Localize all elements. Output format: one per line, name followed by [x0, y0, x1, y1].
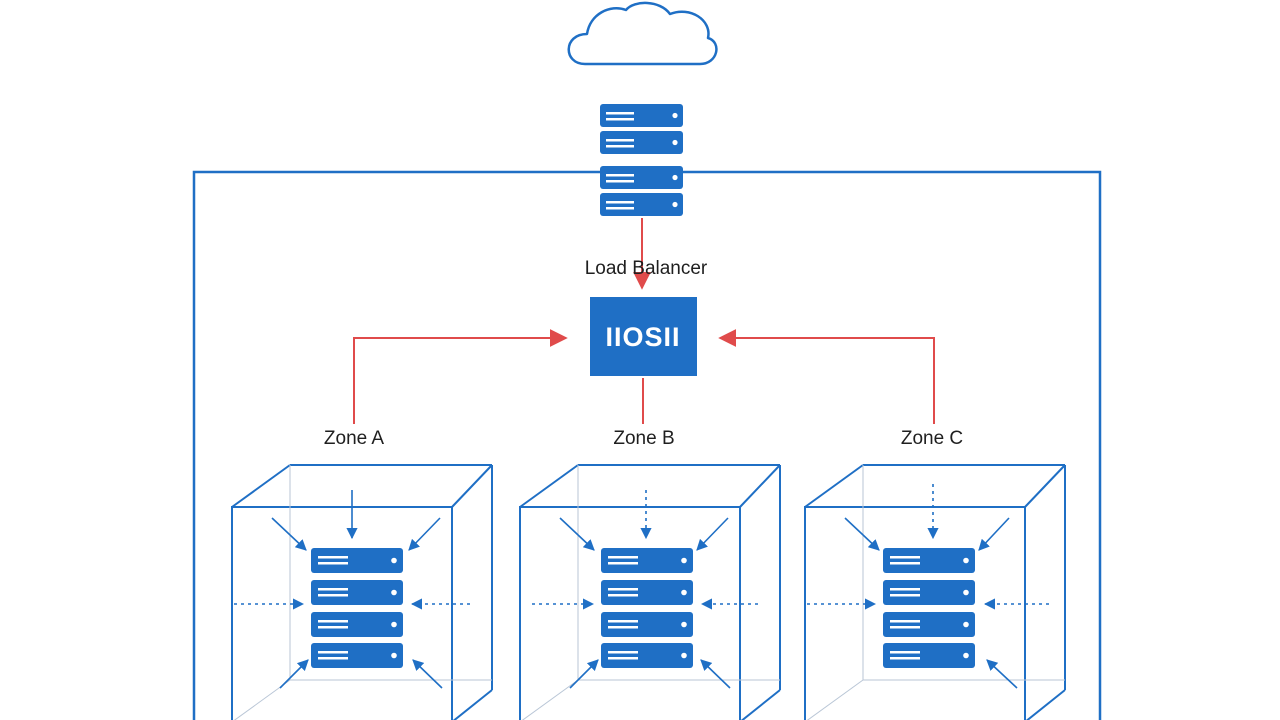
server-stack-icon: [600, 104, 683, 216]
server-rack-icon: [601, 548, 693, 668]
server-rack-icon: [311, 548, 403, 668]
load-balancer-badge: IIOSII: [605, 322, 680, 352]
zone-b-label: Zone B: [613, 428, 674, 449]
load-balancer-label: Load Balancer: [585, 258, 708, 279]
zone-a-label: Zone A: [324, 428, 385, 449]
zone-c-label: Zone C: [901, 428, 963, 449]
zone-b-cube: [519, 464, 781, 720]
cloud-icon: [567, 1, 718, 66]
traffic-arrows: [353, 218, 935, 424]
server-rack-icon: [883, 548, 975, 668]
zone-c-cube: [804, 464, 1066, 720]
zone-a-cube: [231, 464, 493, 720]
load-balancer-box: [590, 297, 697, 376]
